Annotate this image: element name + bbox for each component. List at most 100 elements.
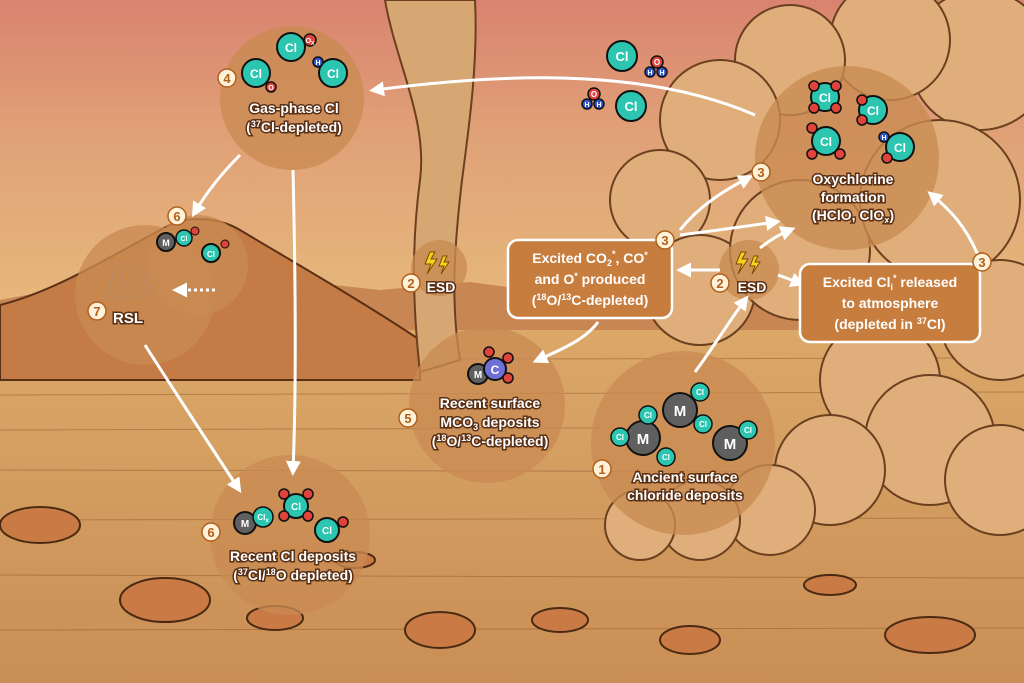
floating-water-1: O H H bbox=[644, 55, 668, 78]
carb-m: M bbox=[474, 370, 482, 381]
oxy-cl-2: Cl bbox=[867, 104, 879, 118]
rec-clx: Clx bbox=[257, 513, 269, 524]
floating-water-2: O H H bbox=[581, 87, 605, 110]
carb-c: C bbox=[491, 363, 500, 377]
arrow-gas-to-recent bbox=[285, 169, 301, 476]
gas-phase-line2: (37Cl-depleted) bbox=[246, 119, 342, 135]
arrow-3-to-step3top bbox=[678, 175, 754, 231]
mound-molecules: M Cl Cl bbox=[156, 226, 230, 263]
gas-h: H bbox=[315, 60, 320, 67]
gas-cl-2: Cl bbox=[250, 67, 262, 81]
chl-m-2: M bbox=[637, 431, 650, 448]
gas-phase-line1: Gas-phase Cl bbox=[249, 100, 338, 116]
badge-3-cl: 3 bbox=[972, 252, 992, 272]
badge-6-recent-text: 6 bbox=[207, 525, 214, 540]
esd-left-label: ESD bbox=[427, 279, 456, 295]
badge-3-co2: 3 bbox=[655, 230, 675, 250]
chloride-line2: chloride deposits bbox=[627, 487, 743, 503]
chl-cl-2: Cl bbox=[699, 420, 707, 429]
cl-line1: Excited Cli* released bbox=[823, 273, 957, 292]
lightning-icon-right bbox=[735, 251, 761, 275]
chloride-molecules: M Cl Cl M Cl Cl Cl M Cl bbox=[610, 382, 758, 467]
badge-3-top-text: 3 bbox=[757, 165, 764, 180]
arrow-chloride-to-esd bbox=[693, 295, 749, 373]
co2-line2: and O* produced bbox=[535, 271, 646, 287]
rsl-label: RSL bbox=[113, 310, 143, 327]
water-1-o: O bbox=[654, 58, 660, 67]
carbonate-molecule: M C bbox=[467, 346, 514, 385]
water-2-o: O bbox=[591, 90, 597, 99]
recent-line1: Recent Cl deposits bbox=[230, 548, 356, 564]
rec-cl-1: Cl bbox=[291, 502, 301, 513]
arrow-oxy-to-gas bbox=[369, 76, 756, 117]
badge-3-top: 3 bbox=[751, 162, 771, 182]
gas-cl-1: Cl bbox=[285, 41, 297, 55]
badge-3-cl-text: 3 bbox=[978, 255, 985, 270]
mound-m: M bbox=[162, 238, 170, 248]
badge-5: 5 bbox=[398, 408, 418, 428]
bubble-carbonate bbox=[409, 327, 565, 483]
mound-cl-2: Cl bbox=[207, 250, 215, 259]
bubble-esd-right bbox=[719, 240, 779, 300]
label-oxychlorine: Oxychlorine formation (HClO, ClOx) bbox=[810, 170, 895, 227]
chl-cl-5: Cl bbox=[662, 453, 670, 462]
oxy-line2: formation bbox=[821, 189, 886, 205]
badge-2-left-text: 2 bbox=[407, 276, 414, 291]
chl-m-1: M bbox=[674, 403, 687, 420]
mound-cl-1: Cl bbox=[181, 236, 188, 243]
badge-5-text: 5 bbox=[404, 411, 411, 426]
floating-molecules: Cl Cl O H H O H H bbox=[581, 40, 668, 122]
chl-cl-3: Cl bbox=[644, 411, 652, 420]
esd-right-label: ESD bbox=[738, 279, 767, 295]
recent-cl-molecules: M Clx Cl Cl bbox=[233, 488, 349, 543]
badge-6-mound-text: 6 bbox=[173, 209, 180, 224]
gas-o: O bbox=[268, 85, 274, 92]
chl-m-3: M bbox=[724, 436, 737, 453]
floating-cl-1: Cl bbox=[606, 40, 638, 72]
oxy-cl-1: Cl bbox=[819, 91, 831, 105]
badge-6-recent: 6 bbox=[201, 522, 221, 542]
badge-1: 1 bbox=[592, 459, 612, 479]
excited-cl-box bbox=[798, 262, 982, 344]
arrow-gas-to-mound bbox=[191, 153, 242, 218]
arrow-esd-up bbox=[759, 226, 796, 250]
rocks bbox=[0, 506, 976, 655]
oxy-h: H bbox=[881, 135, 886, 142]
water-1-h1: H bbox=[647, 70, 652, 77]
recent-line2: (37Cl/18O depleted) bbox=[233, 567, 353, 583]
cl-line2: to atmosphere bbox=[842, 295, 939, 311]
water-2-h2: H bbox=[596, 102, 601, 109]
arrow-esd-to-box-right bbox=[777, 272, 806, 287]
bubble-esd-left bbox=[411, 240, 467, 296]
badge-2-left: 2 bbox=[401, 273, 421, 293]
excited-co2-box bbox=[506, 238, 674, 320]
label-excited-cl: Excited Cli* released to atmosphere (dep… bbox=[823, 273, 957, 332]
rec-m: M bbox=[241, 519, 249, 530]
oxy-line1: Oxychlorine bbox=[813, 171, 894, 187]
water-2-h1: H bbox=[584, 102, 589, 109]
oxychlorine-molecules: Cl Cl Cl Cl H bbox=[806, 80, 915, 164]
gas-ox: OX bbox=[306, 38, 315, 47]
arrows bbox=[143, 76, 980, 494]
bubble-rsl bbox=[75, 225, 215, 365]
label-recent-cl: Recent Cl deposits (37Cl/18O depleted) bbox=[228, 547, 357, 585]
chl-cl-4: Cl bbox=[616, 433, 624, 442]
carb-line3: (18O/13C-depleted) bbox=[432, 433, 548, 449]
bubble-oxychlorine bbox=[755, 66, 939, 250]
badge-4-text: 4 bbox=[223, 71, 231, 86]
co2-line1: Excited CO2*, CO* bbox=[532, 249, 648, 268]
arrow-step3-to-oxy bbox=[927, 191, 980, 256]
label-carbonate: Recent surface MCO3 deposits (18O/13C-de… bbox=[430, 394, 549, 451]
gas-cl-3: Cl bbox=[327, 67, 339, 81]
chl-cl-1: Cl bbox=[696, 388, 704, 397]
label-excited-co2: Excited CO2*, CO* and O* produced (18O/1… bbox=[532, 249, 648, 308]
gas-phase-molecules: Cl OX Cl O Cl H bbox=[241, 32, 348, 93]
floating-cl-1-label: Cl bbox=[616, 49, 629, 64]
label-gas-phase: Gas-phase Cl (37Cl-depleted) bbox=[245, 99, 344, 137]
co2-line3: (18O/13C-depleted) bbox=[532, 292, 648, 308]
chl-cl-6: Cl bbox=[744, 426, 752, 435]
badge-3-co2-text: 3 bbox=[661, 233, 668, 248]
bubble-recent-cl bbox=[210, 455, 370, 615]
carb-line1: Recent surface bbox=[440, 395, 541, 411]
floating-cl-2-label: Cl bbox=[625, 99, 638, 114]
